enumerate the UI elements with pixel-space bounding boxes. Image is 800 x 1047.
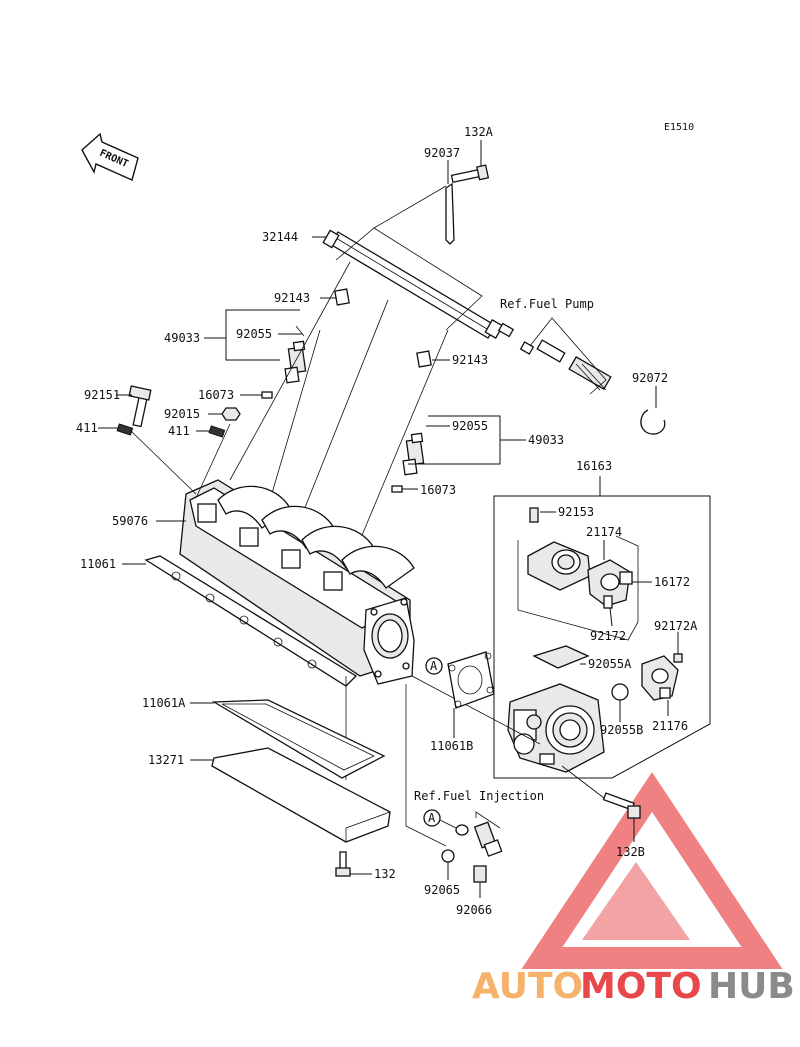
part-label-411-right: 411 — [168, 424, 190, 438]
callout-a-lower — [423, 809, 441, 827]
part-label-11061a: 11061A — [142, 696, 186, 710]
sensor-21174-part — [527, 541, 591, 591]
ref-fuel-pump: Ref.Fuel Pump — [500, 297, 594, 311]
pressure-sensor-part — [473, 821, 503, 857]
part-label-16172: 16172 — [654, 575, 690, 589]
injector-guide-2 — [269, 329, 321, 501]
screw-92172a-part — [673, 653, 683, 663]
part-label-92153: 92153 — [558, 505, 594, 519]
diagram-code: E1510 — [664, 122, 694, 133]
front-arrow-icon: FRONT — [81, 132, 139, 181]
part-label-92066: 92066 — [456, 903, 492, 917]
clip-411-right-part — [208, 425, 226, 438]
fuel-pump-hose-part — [519, 339, 612, 391]
bolt-132a-part — [450, 164, 490, 184]
part-label-13271: 13271 — [148, 753, 184, 767]
part-label-92151: 92151 — [84, 388, 120, 402]
leader-92172 — [609, 607, 613, 627]
clamp-92072-part — [640, 409, 666, 435]
fuel-pump-bracket-outline — [529, 317, 607, 395]
injector-guide-4 — [359, 329, 449, 541]
injector-guide-3 — [299, 299, 389, 521]
part-label-92037: 92037 — [424, 146, 460, 160]
oring-92055b-part — [611, 683, 629, 701]
bolt-132-part — [335, 851, 351, 877]
leader-rail-clip — [373, 185, 447, 229]
group-box-16163 — [493, 476, 711, 779]
leader-49033-left — [204, 337, 280, 361]
part-label-92065: 92065 — [424, 883, 460, 897]
callout-a-upper — [425, 657, 443, 675]
sensor-21176-part — [641, 655, 679, 701]
part-label-11061: 11061 — [80, 557, 116, 571]
oring-92065-part — [441, 849, 455, 863]
gasket-11061b-part — [447, 651, 495, 709]
part-label-92055b: 92055B — [600, 723, 643, 737]
bolt-92151-part — [128, 385, 152, 428]
oring-fuel-injection-part — [455, 824, 469, 836]
seal-16073-left-part — [261, 391, 273, 399]
part-label-92072: 92072 — [632, 371, 668, 385]
gasket-11061-part — [144, 555, 358, 687]
part-label-11061b: 11061B — [430, 739, 473, 753]
injector-guide-1 — [229, 261, 351, 481]
sensor-bracket-outline — [517, 535, 639, 641]
watermark-word-moto: MOTO — [580, 966, 702, 1007]
screw-92153-part — [529, 507, 539, 523]
watermark-wordmark: AUTO MOTO HUB — [472, 966, 795, 1007]
part-label-16163: 16163 — [576, 459, 612, 473]
watermark-word-hub: HUB — [708, 966, 795, 1007]
callout-a-upper-label: A — [430, 659, 438, 673]
watermark-logo — [521, 772, 783, 969]
guide-throttle-to-manifold — [411, 675, 541, 745]
cover-plate-13271-part — [211, 747, 391, 843]
part-label-132: 132 — [374, 867, 396, 881]
part-label-92143-upper: 92143 — [274, 291, 310, 305]
part-label-132a: 132A — [464, 125, 494, 139]
fuel-rail-32144-part — [322, 229, 515, 339]
part-label-49033-left: 49033 — [164, 331, 200, 345]
rail-bracket-outline — [335, 227, 483, 331]
part-label-32144: 32144 — [262, 230, 298, 244]
part-label-92143-right: 92143 — [452, 353, 488, 367]
oring-92143-right-part — [416, 350, 432, 368]
clip-411-left-part — [116, 423, 134, 436]
throttle-body-part — [507, 683, 605, 773]
sensor-16172-part — [587, 559, 633, 609]
plug-92066-part — [473, 865, 487, 883]
intake-manifold-part — [179, 479, 415, 685]
watermark-triangle-inner — [582, 862, 690, 940]
seal-16073-right-part — [391, 485, 403, 493]
part-label-21176: 21176 — [652, 719, 688, 733]
leader-49033-right — [408, 439, 526, 465]
ref-fuel-injection: Ref.Fuel Injection — [414, 789, 544, 803]
part-label-92015: 92015 — [164, 407, 200, 421]
injector-49033-right-part — [402, 432, 425, 476]
watermark-triangle-outer — [521, 772, 783, 969]
callout-a-lower-label: A — [428, 811, 436, 825]
part-label-92055a: 92055A — [588, 657, 632, 671]
part-label-16073-right: 16073 — [420, 483, 456, 497]
nut-92015-part — [221, 407, 241, 421]
part-label-411-left: 411 — [76, 421, 98, 435]
part-label-92055-left: 92055 — [236, 327, 272, 341]
oring-92143-upper-part — [334, 288, 350, 306]
part-label-92172a: 92172A — [654, 619, 698, 633]
part-label-92055-right: 92055 — [452, 419, 488, 433]
gasket-92055a-part — [532, 645, 590, 669]
part-label-21174: 21174 — [586, 525, 622, 539]
part-label-132b: 132B — [616, 845, 645, 859]
bolt-132b-part — [602, 792, 641, 819]
part-label-49033-right: 49033 — [528, 433, 564, 447]
part-label-16073-left: 16073 — [198, 388, 234, 402]
watermark-word-auto: AUTO — [472, 966, 583, 1007]
clip-92037-part — [445, 182, 455, 245]
gasket-11061a-part — [211, 699, 386, 779]
part-label-92172: 92172 — [590, 629, 626, 643]
part-label-59076: 59076 — [112, 514, 148, 528]
